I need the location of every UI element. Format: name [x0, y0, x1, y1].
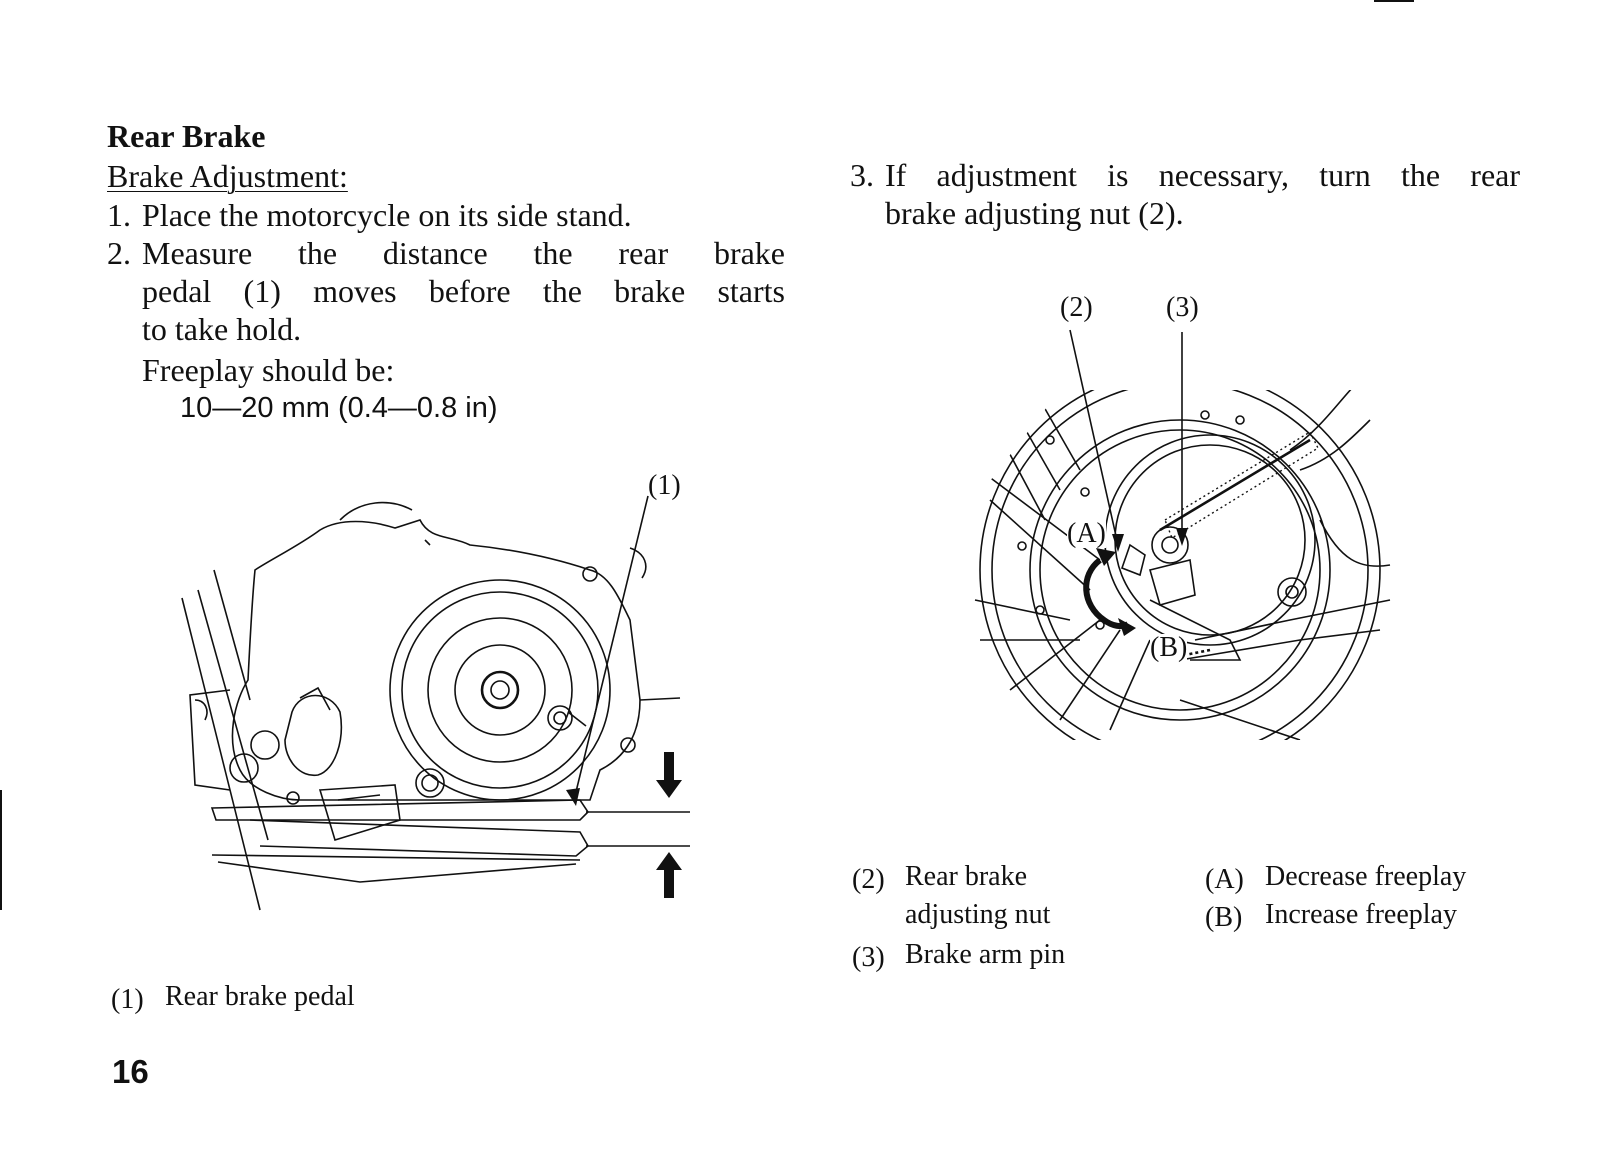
step-number: 2.	[107, 235, 131, 271]
legend-number: (2)	[852, 864, 885, 895]
callout-a: (A)	[1067, 518, 1106, 549]
callout-3: (3)	[1166, 292, 1199, 323]
step-text-line: brake adjusting nut (2).	[885, 195, 1184, 231]
step-1: 1. Place the motorcycle on its side stan…	[107, 196, 787, 236]
step-number: 3.	[850, 157, 874, 193]
freeplay-value: 10—20 mm (0.4—0.8 in)	[180, 392, 498, 424]
section-title: Rear Brake	[107, 118, 266, 154]
step-text-line: pedal (1) moves before the brake starts	[142, 273, 785, 309]
subsection-title: Brake Adjustment:	[107, 158, 348, 194]
freeplay-label: Freeplay should be:	[142, 352, 395, 388]
legend-number: (3)	[852, 942, 885, 973]
legend-item: (3) Brake arm pin	[852, 939, 1152, 982]
legend-text: Rear brake pedal	[165, 981, 355, 1012]
step-3: 3. If adjustment is necessary, turn the …	[850, 156, 1520, 236]
legend-text: Decrease freeplay	[1265, 861, 1467, 892]
callout-b: (B)	[1150, 632, 1188, 663]
legend-number: (B)	[1205, 902, 1243, 933]
legend-item: (2) Rear brake adjusting nut	[852, 861, 1152, 944]
legend-number: (1)	[111, 984, 144, 1015]
page-edge-mark	[0, 790, 2, 910]
step-number: 1.	[107, 197, 131, 233]
step-text-line: Measure the distance the rear brake	[142, 235, 785, 271]
page-edge-mark	[1374, 0, 1414, 2]
legend-item: (A) Decrease freeplay	[1205, 861, 1535, 904]
legend-item: (B) Increase freeplay	[1205, 899, 1535, 942]
callout-1: (1)	[648, 470, 681, 501]
legend-text: Increase freeplay	[1265, 899, 1457, 930]
legend-text: Brake arm pin	[905, 939, 1066, 970]
step-text: Place the motorcycle on its side stand.	[142, 197, 632, 233]
page-number: 16	[112, 1053, 149, 1090]
legend-text: adjusting nut	[905, 899, 1051, 930]
step-2: 2. Measure the distance the rear brake p…	[107, 234, 787, 354]
step-text-line: If adjustment is necessary, turn the rea…	[885, 157, 1520, 193]
callout-2: (2)	[1060, 292, 1093, 323]
legend-text: Rear brake	[905, 861, 1028, 892]
step-text-line: to take hold.	[142, 311, 302, 347]
legend-item: (1) Rear brake pedal	[111, 981, 471, 1024]
legend-number: (A)	[1205, 864, 1244, 895]
